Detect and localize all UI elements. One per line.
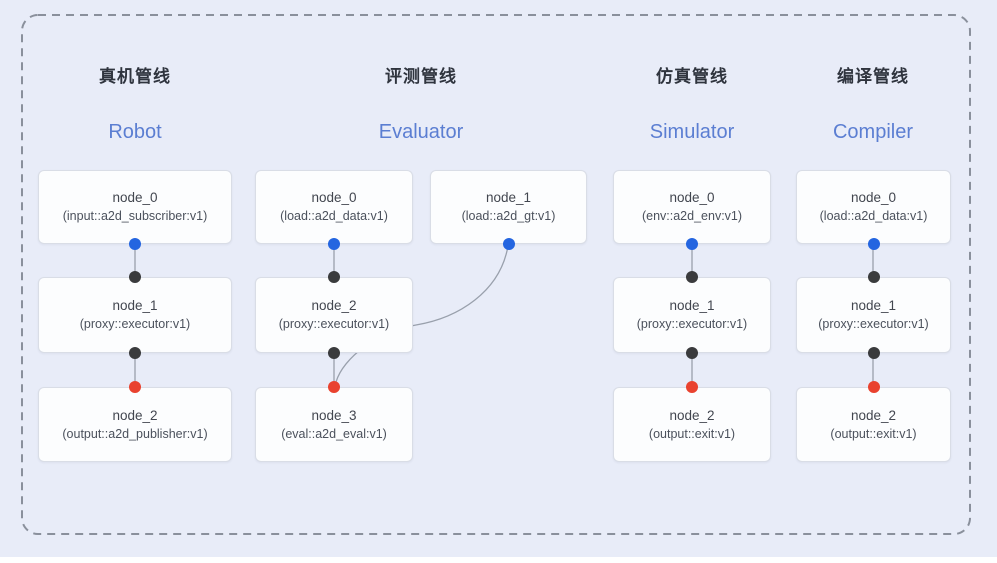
port-dark-dot xyxy=(867,271,880,283)
node-box-compiler-node_0: node_0(load::a2d_data:v1) xyxy=(796,170,951,244)
edge-connector xyxy=(335,245,509,383)
node-sublabel: (proxy::executor:v1) xyxy=(79,317,191,331)
pipeline-subtitle-simulator: Simulator xyxy=(649,121,735,143)
node-label: node_2 xyxy=(311,298,357,313)
node-box-robot-node_2: node_2(output::a2d_publisher:v1) xyxy=(38,387,232,462)
node-sublabel: (load::a2d_gt:v1) xyxy=(461,209,556,223)
node-box-robot-node_1: node_1(proxy::executor:v1) xyxy=(38,277,232,353)
node-sublabel: (proxy::executor:v1) xyxy=(636,317,748,331)
node-box-simulator-node_2: node_2(output::exit:v1) xyxy=(613,387,771,462)
port-blue-dot xyxy=(686,238,698,250)
node-label: node_1 xyxy=(485,190,532,205)
node-sublabel: (output::exit:v1) xyxy=(830,426,917,441)
port-dark-dot xyxy=(129,347,141,359)
node-sublabel: (output::a2d_publisher:v1) xyxy=(62,426,208,441)
node-label: node_0 xyxy=(112,190,158,205)
node-label: node_2 xyxy=(669,407,715,423)
pipeline-title-evaluator: 评测管线 xyxy=(385,67,457,86)
node-label: node_3 xyxy=(311,407,357,423)
node-box-evaluator-node_3: node_3(eval::a2d_eval:v1) xyxy=(255,387,413,462)
pipeline-title-compiler: 编译管线 xyxy=(837,67,909,86)
node-box-simulator-node_1: node_1(proxy::executor:v1) xyxy=(613,277,771,353)
port-dark-dot xyxy=(867,347,880,359)
node-box-evaluator-node_1: node_1(load::a2d_gt:v1) xyxy=(430,170,587,244)
node-sublabel: (proxy::executor:v1) xyxy=(278,317,390,331)
node-sublabel: (load::a2d_data:v1) xyxy=(819,209,928,223)
node-label: node_2 xyxy=(850,407,897,423)
port-dark-dot xyxy=(328,271,340,283)
port-dark-dot xyxy=(686,347,698,359)
pipeline-title-robot: 真机管线 xyxy=(99,67,171,86)
port-red-dot xyxy=(328,381,340,393)
node-sublabel: (env::a2d_env:v1) xyxy=(641,209,743,223)
port-red-dot xyxy=(867,381,880,393)
node-label: node_1 xyxy=(112,298,158,313)
port-blue-dot xyxy=(502,238,515,250)
node-sublabel: (proxy::executor:v1) xyxy=(818,317,929,331)
port-blue-dot xyxy=(867,238,880,250)
node-box-compiler-node_2: node_2(output::exit:v1) xyxy=(796,387,951,462)
node-box-evaluator-node_0: node_0(load::a2d_data:v1) xyxy=(255,170,413,244)
pipeline-subtitle-robot: Robot xyxy=(108,121,162,143)
node-sublabel: (load::a2d_data:v1) xyxy=(280,209,388,223)
node-box-evaluator-node_2: node_2(proxy::executor:v1) xyxy=(255,277,413,353)
port-red-dot xyxy=(129,381,141,393)
pipeline-subtitle-evaluator: Evaluator xyxy=(378,121,464,143)
node-label: node_0 xyxy=(311,190,357,205)
node-label: node_1 xyxy=(850,298,897,313)
pipeline-title-simulator: 仿真管线 xyxy=(656,67,728,86)
node-box-compiler-node_1: node_1(proxy::executor:v1) xyxy=(796,277,951,353)
port-dark-dot xyxy=(129,271,141,283)
node-label: node_1 xyxy=(669,298,715,313)
node-sublabel: (eval::a2d_eval:v1) xyxy=(281,426,387,441)
port-red-dot xyxy=(686,381,698,393)
pipeline-subtitle-compiler: Compiler xyxy=(832,121,914,143)
dashed-frame xyxy=(21,14,971,535)
node-label: node_0 xyxy=(850,190,897,205)
node-box-simulator-node_0: node_0(env::a2d_env:v1) xyxy=(613,170,771,244)
node-sublabel: (output::exit:v1) xyxy=(648,426,736,441)
port-blue-dot xyxy=(129,238,141,250)
port-dark-dot xyxy=(686,271,698,283)
node-box-robot-node_0: node_0(input::a2d_subscriber:v1) xyxy=(38,170,232,244)
node-label: node_2 xyxy=(112,407,158,423)
port-blue-dot xyxy=(328,238,340,250)
node-sublabel: (input::a2d_subscriber:v1) xyxy=(62,209,208,223)
port-dark-dot xyxy=(328,347,340,359)
node-label: node_0 xyxy=(669,190,715,205)
